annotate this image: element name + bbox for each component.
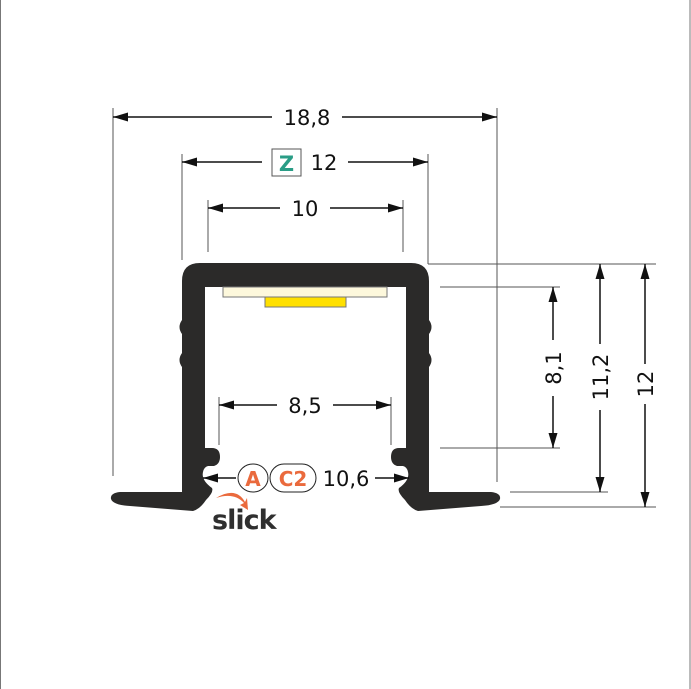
dim-height-mid: 11,2 [589, 354, 613, 401]
c2-badge: C2 [279, 467, 308, 491]
slick-arrow-icon [216, 492, 248, 510]
dim-inner-width: 8,5 [288, 394, 321, 418]
aluminium-profile [110, 263, 501, 511]
led-pcb [222, 286, 388, 298]
slick-logo-text: slick [212, 505, 278, 536]
z-badge-box [271, 148, 302, 177]
dim-top-inner: 10 [292, 197, 319, 221]
dim-overall-height: 12 [634, 371, 658, 398]
dim-overall-width: 18,8 [284, 106, 331, 130]
slick-logo: slick [212, 492, 279, 536]
a-badge-circle [237, 463, 269, 493]
z-badge: Z [279, 152, 294, 176]
a-badge: A [245, 467, 261, 491]
dim-inner-height: 8,1 [542, 351, 566, 384]
dim-clip-width: 10,6 [323, 467, 370, 491]
dim-z-width: 12 [311, 151, 338, 175]
c2-badge-box [269, 463, 317, 493]
extension-lines [112, 108, 656, 508]
led-chip [264, 296, 347, 308]
